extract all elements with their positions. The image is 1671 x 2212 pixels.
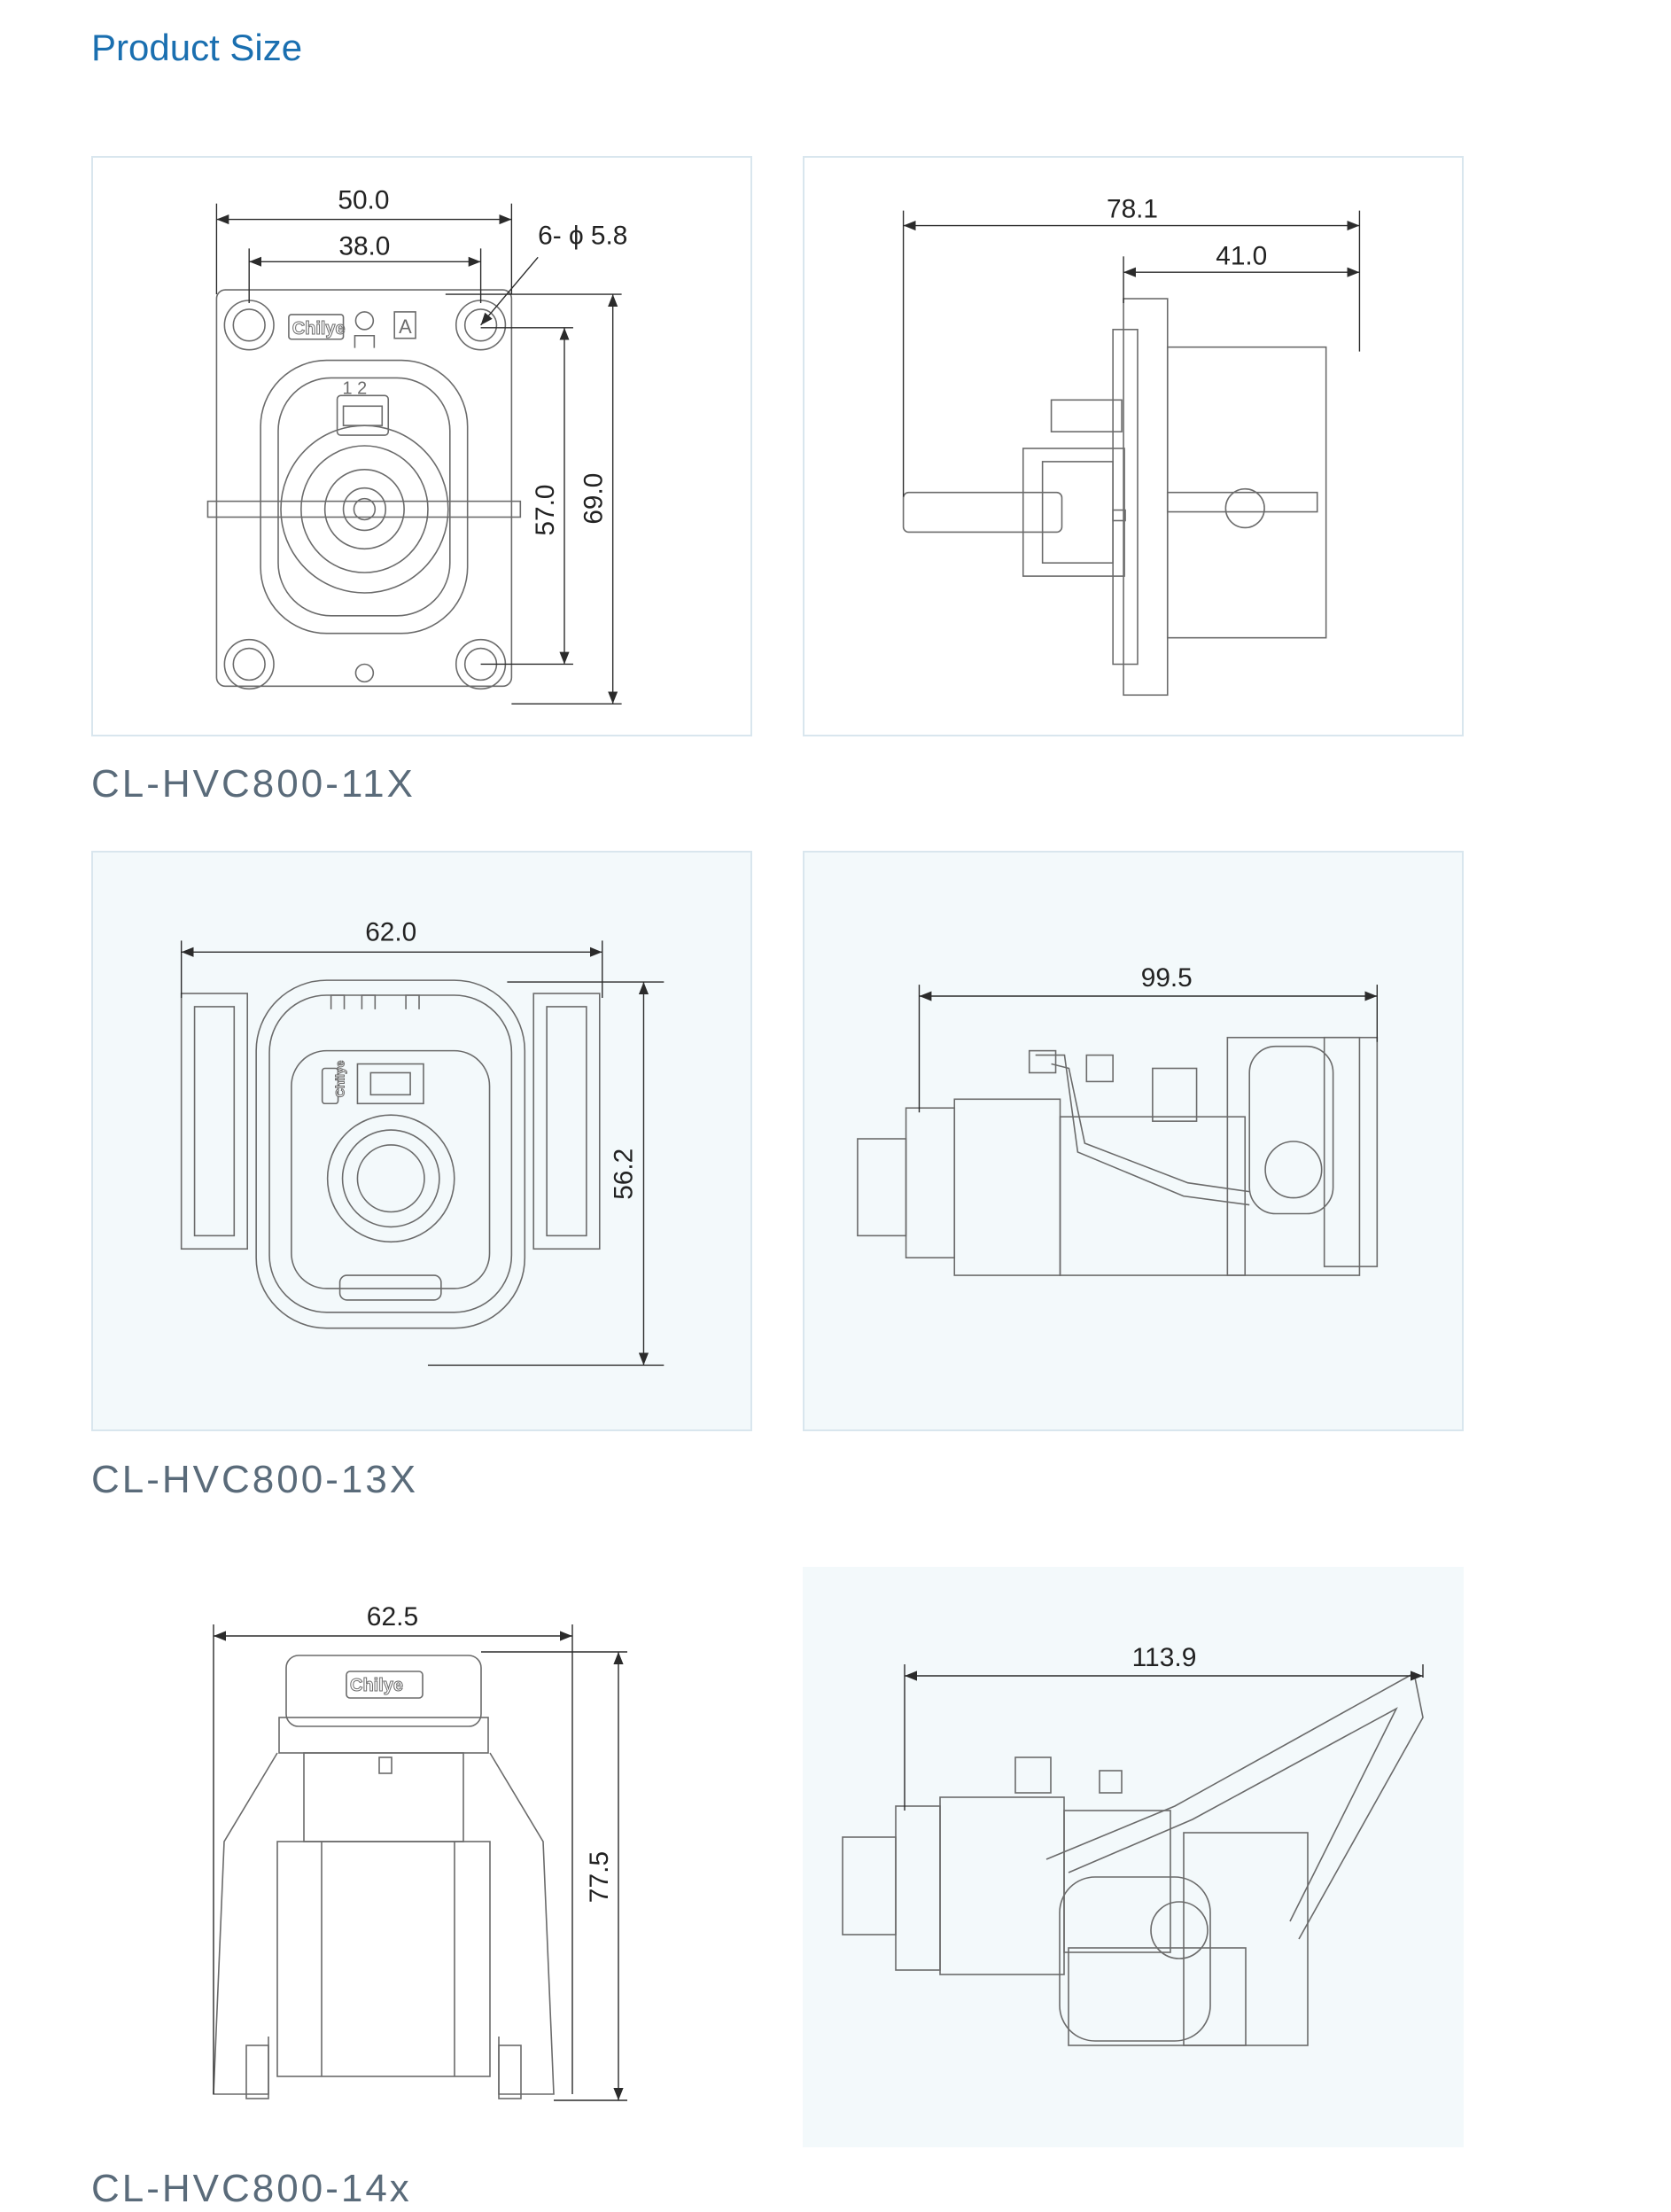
dim-height: 77.5 [585,1851,614,1903]
dim-rear-length: 41.0 [1216,241,1267,270]
drawing-13x-side: 99.5 [803,851,1464,1431]
dimension-lines-11x-front [215,203,622,705]
dim-width: 50.0 [338,186,389,215]
drawing-14x-side: 113.9 [803,1567,1464,2147]
dim-hole-spec: 6- ϕ 5.8 [538,221,627,250]
dimension-lines-11x-side [902,210,1361,497]
connector-outline-11x-side [902,298,1327,697]
pin-numbers: 1 2 [343,378,368,398]
connector-outline-13x-front: Chilye [180,979,601,1329]
connector-outline-11x-front: Chilye A 1 2 [206,289,522,690]
dimension-lines-14x-front [213,1624,627,2101]
svg-text:Chilye: Chilye [292,319,346,339]
drawing-13x-front: Chilye 62.0 56.2 [91,851,752,1431]
connector-outline-14x-front: Chilye [213,1655,555,2099]
svg-text:Chilye: Chilye [333,1060,347,1097]
drawing-11x-side: 78.1 41.0 [803,156,1464,736]
dim-inner-height: 57.0 [531,485,560,536]
mark-label: A [399,315,412,338]
model-label-11x: CL-HVC800-11X [91,762,416,806]
dimension-lines-14x-side [904,1664,1424,1811]
dim-total-length: 78.1 [1107,195,1158,224]
drawing-14x-front: Chilye 62.5 77.5 [91,1567,752,2147]
model-label-14x: CL-HVC800-14x [91,2167,412,2210]
connector-outline-13x-side [857,1036,1379,1276]
connector-outline-14x-side [842,1671,1424,2046]
drawing-11x-front: Chilye A 1 2 50.0 38.0 6- ϕ 5.8 57.0 69.… [91,156,752,736]
model-label-13x: CL-HVC800-13X [91,1458,419,1501]
dim-hole-pitch: 38.0 [338,231,390,261]
dim-outer-height: 69.0 [579,473,609,525]
dim-total-length: 99.5 [1141,963,1193,993]
dim-width: 62.0 [365,917,416,946]
page-title: Product Size [91,27,303,68]
dim-height: 56.2 [610,1149,639,1200]
dimension-lines-13x-side [918,985,1379,1113]
dimension-lines-13x-front [180,940,665,1367]
dim-total-length: 113.9 [1132,1643,1197,1672]
svg-text:Chilye: Chilye [350,1676,403,1695]
dim-width: 62.5 [367,1602,418,1632]
